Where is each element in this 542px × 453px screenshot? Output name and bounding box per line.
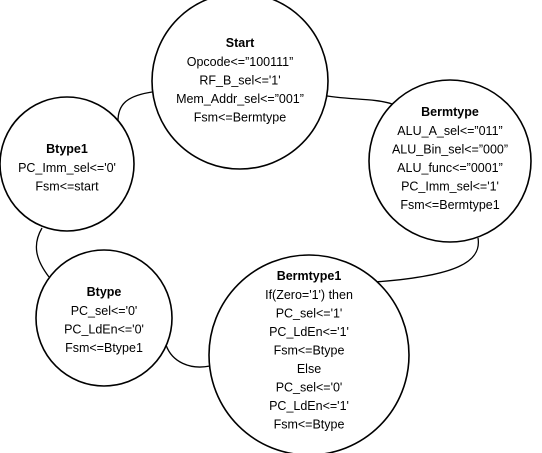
state-circle-start [151,0,329,170]
state-line-bermtype: Fsm<=Bermtype1 [400,198,499,212]
transition-btype-btype1 [35,227,50,278]
state-line-btype1: Fsm<=start [35,180,99,194]
state-line-bermtype: ALU_A_sel<=”011” [397,124,502,138]
state-line-bermtype1: PC_sel<='0' [276,381,343,395]
state-line-bermtype: PC_Imm_sel<='1' [401,180,499,194]
state-line-start: Mem_Addr_sel<=”001” [176,92,304,106]
state-title-btype1: Btype1 [46,142,88,156]
state-line-bermtype1: Fsm<=Btype [274,344,345,358]
state-line-btype: Fsm<=Btype1 [65,341,143,355]
state-line-bermtype1: Else [297,362,321,376]
state-line-start: RF_B_sel<='1' [199,74,280,88]
state-line-bermtype1: If(Zero='1') then [265,288,353,302]
state-title-btype: Btype [87,285,122,299]
transition-btype1-start [117,91,153,122]
transition-bermtype1-btype [165,344,211,368]
state-line-btype: PC_sel<='0' [71,304,138,318]
state-line-bermtype: ALU_func<=”0001” [397,161,503,175]
state-title-bermtype: Bermtype [421,105,479,119]
state-line-start: Fsm<=Bermtype [194,111,286,125]
transition-bermtype-bermtype1 [374,237,480,283]
state-title-bermtype1: Bermtype1 [277,269,342,283]
transition-start-bermtype [321,94,393,105]
state-circle-bermtype [368,79,532,243]
state-line-start: Opcode<=”100111” [187,55,294,69]
state-circle-bermtype1 [208,254,410,453]
state-line-bermtype1: PC_sel<='1' [276,307,343,321]
state-circle-btype1 [0,96,135,232]
state-line-bermtype1: Fsm<=Btype [274,418,345,432]
state-title-start: Start [226,36,255,50]
state-line-bermtype1: PC_LdEn<='1' [269,325,349,339]
state-line-btype1: PC_Imm_sel<='0' [18,161,116,175]
state-line-bermtype1: PC_LdEn<='1' [269,399,349,413]
transition-edges [35,91,480,368]
state-line-btype: PC_LdEn<='0' [64,323,144,337]
state-circle-btype [35,249,173,387]
state-line-bermtype: ALU_Bin_sel<=”000” [392,143,508,157]
